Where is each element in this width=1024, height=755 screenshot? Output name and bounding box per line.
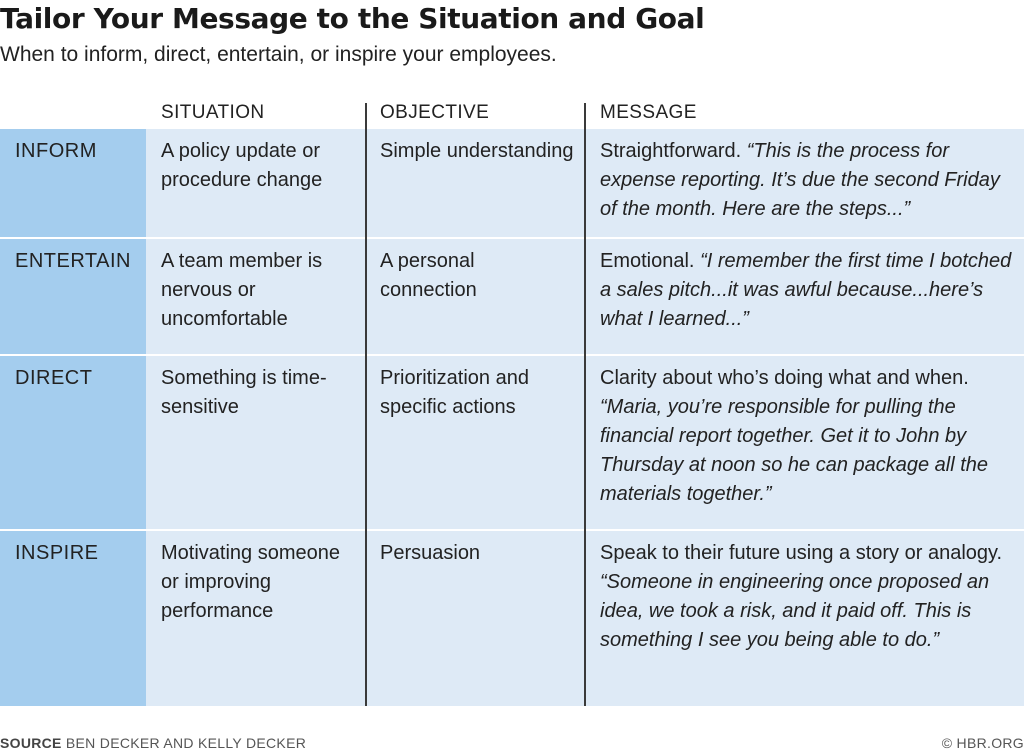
page-subtitle: When to inform, direct, entertain, or in… <box>0 43 557 66</box>
situation-cell: A team member is nervous or uncomfortabl… <box>161 250 323 330</box>
column-header-message: MESSAGE <box>600 102 697 123</box>
column-header-situation: SITUATION <box>161 102 265 123</box>
row-label-background <box>0 356 146 529</box>
page-title: Tailor Your Message to the Situation and… <box>0 2 705 35</box>
objective-cell: Simple understanding <box>380 140 574 162</box>
message-table: INFORM A policy update or procedure chan… <box>0 129 1024 706</box>
objective-cell: Prioritization and specific actions <box>380 367 529 418</box>
row-label-background <box>0 239 146 354</box>
table-row-inform: INFORM A policy update or procedure chan… <box>0 129 1024 237</box>
situation-cell: Something is time-sensitive <box>161 367 327 418</box>
column-divider-message <box>584 103 586 706</box>
copyright-credit: © HBR.ORG <box>941 735 1024 751</box>
message-quote: “Someone in engineering once proposed an… <box>600 571 990 651</box>
column-divider-objective <box>365 103 367 706</box>
row-label-background <box>0 129 146 237</box>
row-divider <box>0 354 1024 356</box>
objective-cell: Persuasion <box>380 542 481 564</box>
source-label: SOURCE <box>0 735 62 751</box>
table-row-direct: DIRECT Something is time-sensitive Prior… <box>0 356 1024 529</box>
situation-cell: Motivating someone or improving performa… <box>161 542 340 622</box>
table-row-entertain: ENTERTAIN A team member is nervous or un… <box>0 239 1024 354</box>
row-label: DIRECT <box>15 367 93 389</box>
row-label: ENTERTAIN <box>15 250 131 272</box>
row-label: INFORM <box>15 140 97 162</box>
row-divider <box>0 237 1024 239</box>
message-lead: Straightforward. <box>600 140 747 162</box>
row-divider <box>0 529 1024 531</box>
message-quote: “This is the process for expense reporti… <box>600 140 1000 220</box>
column-header-objective: OBJECTIVE <box>380 102 490 123</box>
message-cell: Speak to their future using a story or a… <box>600 539 1015 655</box>
message-quote: “I remember the first time I botched a s… <box>600 250 1012 330</box>
row-label-background <box>0 531 146 706</box>
message-quote: “Maria, you’re responsible for pulling t… <box>600 396 989 505</box>
row-label: INSPIRE <box>15 542 99 564</box>
objective-cell: A personal connection <box>380 250 477 301</box>
table-header: SITUATION OBJECTIVE MESSAGE <box>0 102 1024 128</box>
message-cell: Emotional. “I remember the first time I … <box>600 247 1015 334</box>
message-cell: Straightforward. “This is the process fo… <box>600 137 1015 224</box>
table-row-inspire: INSPIRE Motivating someone or improving … <box>0 531 1024 706</box>
message-cell: Clarity about who’s doing what and when.… <box>600 364 1015 509</box>
message-lead: Emotional. <box>600 250 701 272</box>
situation-cell: A policy update or procedure change <box>161 140 323 191</box>
message-lead: Clarity about who’s doing what and when. <box>600 367 969 389</box>
message-lead: Speak to their future using a story or a… <box>600 542 1003 564</box>
source-text: BEN DECKER AND KELLY DECKER <box>65 735 307 751</box>
footer: SOURCE BEN DECKER AND KELLY DECKER © HBR… <box>0 735 1024 751</box>
